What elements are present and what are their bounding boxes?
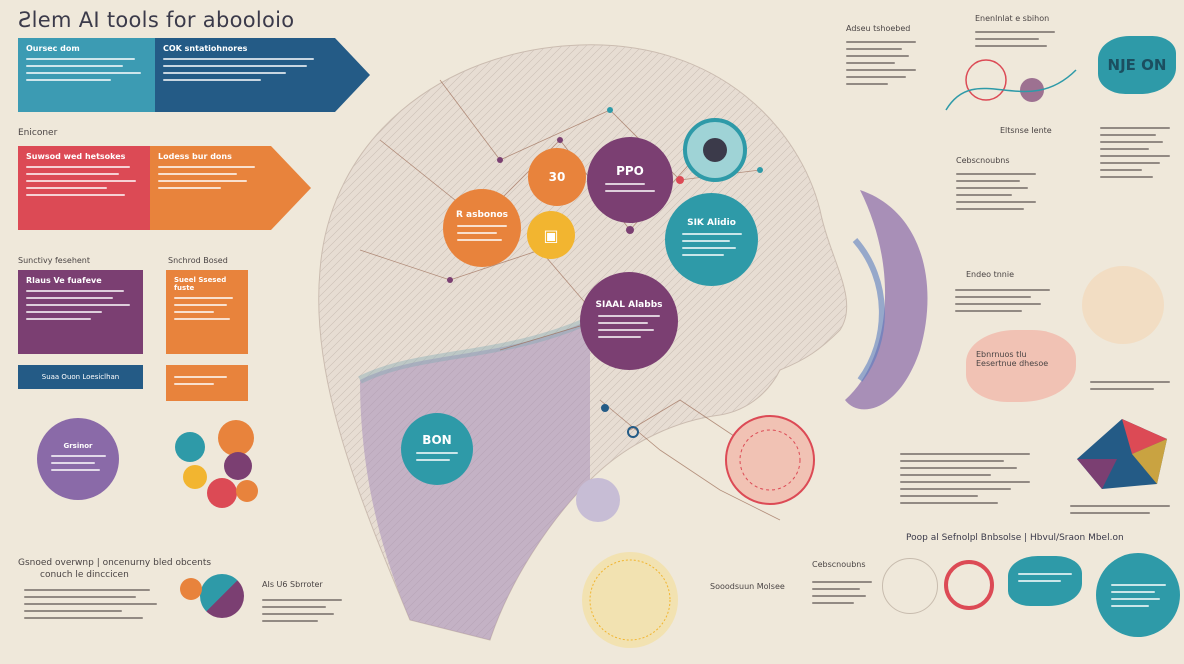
right-bottom-banner: Poop al Sefnolpl Bnbsolse | Hbvul/Sraon …: [906, 533, 1124, 543]
right-top-right-heading: Enenlnlat e sbihon: [975, 14, 1050, 23]
text-lines: [605, 178, 655, 197]
info-ribbon-mid: Suwsod wed hetsokes Lodess bur dons: [18, 146, 313, 230]
purple-circle-label: Grsinor: [63, 442, 93, 450]
teal-circle: SIK Alidio: [665, 193, 758, 286]
cluster-dot: [180, 578, 202, 600]
text-lines: [26, 58, 147, 81]
ribbon-top-label-a: Oursec dom: [26, 44, 80, 53]
text-lines: [1008, 556, 1082, 599]
cluster-dot: [207, 478, 237, 508]
ribbon-top-label-b: COK sntatiohnores: [163, 44, 248, 53]
section-heading: Sunctivy fesehent: [18, 256, 91, 265]
teal-bottom-circle: BON: [401, 413, 473, 485]
text-lines: [262, 594, 342, 627]
text-lines: [26, 166, 142, 196]
purple-circle-center: SIAAL Alabbs: [580, 272, 678, 370]
right-mid-heading: Eltsnse Iente: [1000, 126, 1052, 135]
small-orange-circle-label: 30: [548, 170, 566, 184]
bottom-subheading: conuch le dinccicen: [40, 570, 129, 580]
book-icon: ▣: [543, 225, 559, 245]
center-bottom-label-2: Cebscnoubns: [812, 560, 866, 569]
purple-circle: Grsinor: [37, 418, 119, 500]
teal-circle-label: SIK Alidio: [687, 218, 736, 228]
sketch-illustration: [945, 59, 1077, 111]
section-heading: Eniconer: [18, 128, 58, 138]
cluster-dot: [236, 480, 258, 502]
ribbon-top-segment-b: COK sntatiohnores: [155, 38, 335, 112]
center-bottom-label: Sooodsuun Molsee: [710, 582, 785, 591]
polygon-chart-icon: [1077, 419, 1167, 489]
sketch-blob: [1082, 266, 1164, 344]
teal-blob: NJE ON: [1098, 36, 1176, 94]
text-lines: [681, 228, 742, 261]
text-lines: [1100, 122, 1170, 183]
bottom-heading: Gsnoed overwnp | oncenurny bled obcents: [18, 558, 212, 568]
purple-circle-center-label: SIAAL Alabbs: [595, 299, 663, 310]
maroon-circle: PPO: [587, 137, 673, 223]
cluster-dot: [183, 465, 207, 489]
text-lines: [163, 58, 327, 81]
yellow-circle: ▣: [527, 211, 575, 259]
text-lines: [457, 220, 507, 246]
ribbon-mid-label-a: Suwsod wed hetsokes: [26, 152, 126, 161]
text-lines: [26, 290, 135, 320]
text-lines: [1090, 376, 1170, 395]
text-lines: [955, 284, 1050, 317]
teal-bar: Suaa Ouon Loesiclhan: [18, 365, 143, 389]
ribbon-mid-segment-a: Suwsod wed hetsokes: [18, 146, 150, 230]
text-lines: [1070, 500, 1170, 519]
right-mid2-heading: Cebscnoubns: [956, 156, 1010, 165]
bottom-mid-heading: AIs U6 Sbrroter: [262, 580, 323, 589]
maroon-circle-label: PPO: [616, 163, 644, 178]
cluster-dot: [175, 432, 205, 462]
text-lines: [900, 448, 1030, 509]
teal-blob-small: [1008, 556, 1082, 606]
sketch-circle: [882, 558, 938, 614]
small-orange-circle: 30: [528, 148, 586, 206]
text-lines: [1110, 579, 1166, 612]
text-lines: [50, 450, 106, 476]
ribbon-mid-label-b: Lodess bur dons: [158, 152, 232, 161]
cluster-dot: [224, 452, 252, 480]
purple-box-label: Rlaus Ve fuafeve: [26, 276, 102, 285]
purple-info-box: Rlaus Ve fuafeve: [18, 270, 143, 354]
ribbon-top-segment-a: Oursec dom: [18, 38, 155, 112]
text-lines: [174, 297, 240, 320]
text-lines: [975, 26, 1055, 52]
teal-bottom-circle-label: BON: [422, 432, 452, 447]
ring-icon: [944, 560, 994, 610]
text-lines: [158, 166, 263, 189]
orange-info-box: Sueel Ssesed fuste: [166, 270, 248, 354]
ribbon-arrow: [335, 38, 370, 112]
pie-icon: [200, 574, 244, 618]
peach-blob-sub: Eesertnue dhesoe: [976, 359, 1049, 368]
info-ribbon-top: Oursec dom COK sntatiohnores: [18, 38, 370, 112]
text-lines: [598, 310, 660, 343]
text-lines: [846, 36, 916, 90]
peach-blob: Ebnrnuos tlu Eesertnue dhesoe: [966, 330, 1076, 402]
ribbon-mid-segment-b: Lodess bur dons: [150, 146, 271, 230]
text-lines: [416, 447, 458, 466]
peach-blob-label: Ebnrnuos tlu: [976, 350, 1027, 359]
text-lines: [956, 168, 1036, 215]
orange-box-label: Sueel Ssesed fuste: [174, 276, 227, 292]
text-lines: [24, 584, 164, 624]
orange-circle-label: R asbonos: [455, 210, 509, 220]
cluster-dot: [218, 420, 254, 456]
right-col-heading: Endeo tnnie: [966, 270, 1014, 279]
right-top-heading: Adseu tshoebed: [846, 24, 911, 33]
teal-circle-right: [1096, 553, 1180, 637]
page-title: Ƨlem AI tools for abooloio: [18, 8, 295, 32]
ribbon-arrow: [271, 146, 311, 230]
orange-bar: [166, 365, 248, 401]
text-lines: [166, 365, 248, 396]
text-lines: [812, 576, 872, 609]
section-heading: Snchrod Bosed: [168, 256, 228, 265]
orange-circle: R asbonos: [443, 189, 521, 267]
